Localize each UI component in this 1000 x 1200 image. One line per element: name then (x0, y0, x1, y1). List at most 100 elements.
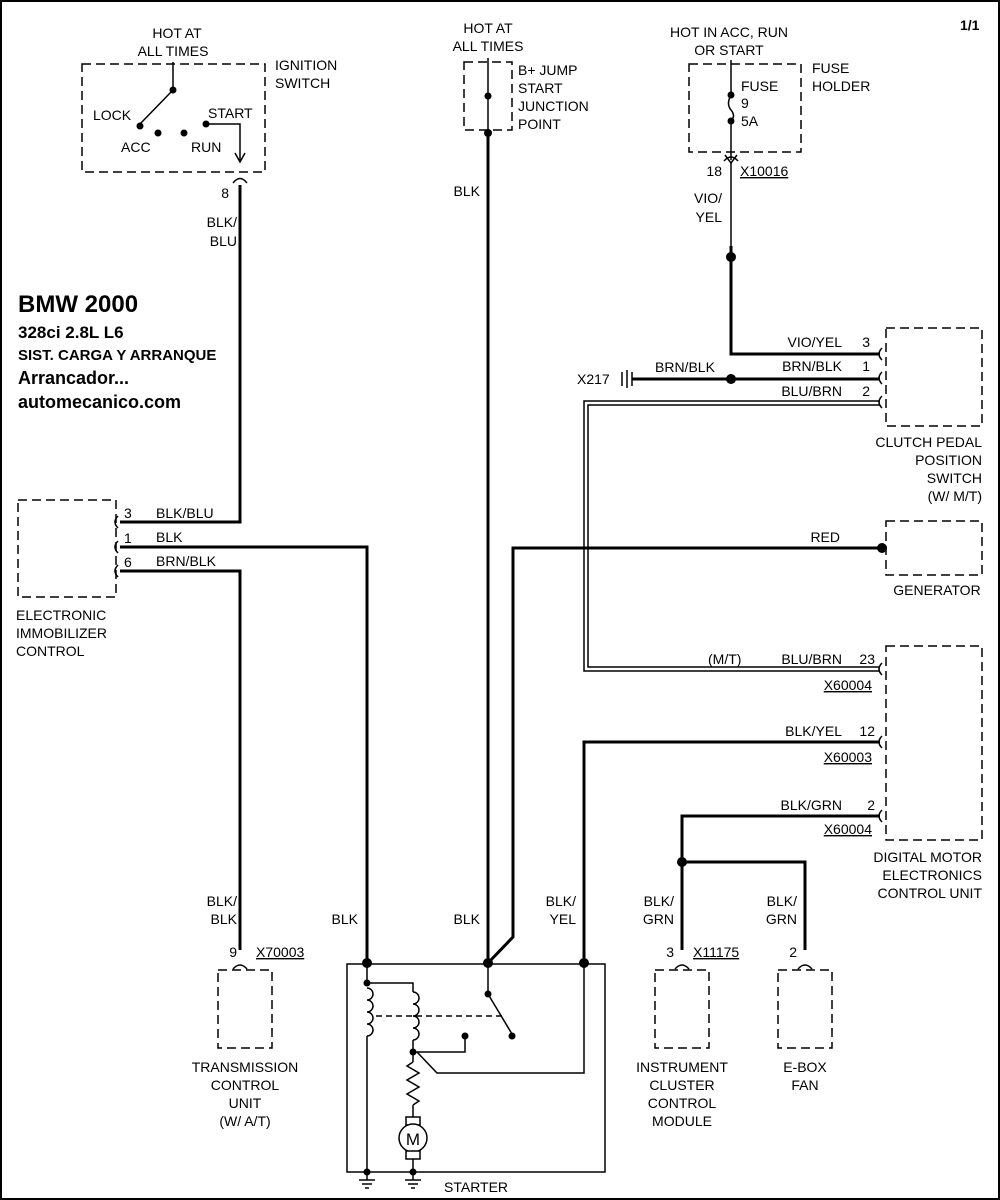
dme-name-2: ELECTRONICS (882, 867, 982, 883)
clutch-wire-brn-blk: BRN/BLK (782, 358, 843, 374)
tcu-name-2: CONTROL (211, 1077, 280, 1093)
title-subsystem: Arrancador... (18, 368, 129, 388)
clutch-pin-3: 3 (862, 334, 870, 350)
wire-blu-brn-outer (583, 400, 880, 672)
immobilizer-wire-brn-blk: BRN/BLK (156, 553, 217, 569)
title-make-year: BMW 2000 (18, 291, 138, 318)
clutch-pin-1: 1 (862, 358, 870, 374)
ground-wire-label: BRN/BLK (655, 359, 716, 375)
cluster-wire-1: BLK/ (644, 893, 674, 909)
tcu-box (217, 969, 273, 1049)
ignition-power-note-2: ALL TIMES (138, 43, 209, 59)
fuse-holder: HOT IN ACC, RUN OR START FUSE HOLDER FUS… (670, 24, 870, 225)
ebox-wire-1: BLK/ (767, 893, 797, 909)
ignition-name-2: SWITCH (275, 75, 330, 91)
tcu-connector: X70003 (256, 944, 304, 960)
immobilizer-name-3: CONTROL (16, 643, 85, 659)
ground-id: X217 (577, 371, 610, 387)
ignition-wire-2: BLU (210, 233, 237, 249)
immobilizer-name-1: ELECTRONIC (16, 607, 106, 623)
clutch-name-3: SWITCH (927, 470, 982, 486)
cluster-name-4: MODULE (652, 1113, 712, 1129)
ebox-name-1: E-BOX (783, 1059, 827, 1075)
starter-wire-right-2: YEL (550, 911, 577, 927)
starter-wire-left: BLK (332, 911, 359, 927)
tcu-name-4: (W/ A/T) (219, 1113, 270, 1129)
fuse-label: FUSE (741, 78, 778, 94)
fuse-holder-name-1: FUSE (812, 60, 849, 76)
ignition-pos-acc: ACC (121, 139, 151, 155)
ignition-pos-run: RUN (191, 139, 221, 155)
clutch-pin-2: 2 (862, 383, 870, 399)
ignition-pos-start: START (208, 105, 253, 121)
ignition-power-note-1: HOT AT (152, 25, 202, 41)
clutch-switch-box (885, 327, 983, 427)
starter-name: STARTER (444, 1179, 508, 1195)
cluster-name-3: CONTROL (648, 1095, 717, 1111)
fuse-wire-1: VIO/ (694, 190, 722, 206)
cluster-connector: X11175 (693, 944, 739, 960)
jump-name-2: START (518, 80, 563, 96)
tcu-name-1: TRANSMISSION (192, 1059, 299, 1075)
tcu-name-3: UNIT (229, 1095, 262, 1111)
tcu: BLK/ BLK 9 X70003 TRANSMISSION CONTROL U… (192, 893, 305, 1129)
title-website: automecanico.com (18, 392, 181, 412)
fuse-holder-name-2: HOLDER (812, 78, 870, 94)
starter-motor-label: M (406, 1130, 420, 1149)
starter-wire-right-1: BLK/ (546, 893, 576, 909)
jump-name-4: POINT (518, 116, 561, 132)
fuse-power-note-1: HOT IN ACC, RUN (670, 24, 788, 40)
ebox-fan: BLK/ GRN 2 E-BOX FAN (766, 893, 833, 1093)
tcu-wire-2: BLK (211, 911, 238, 927)
immobilizer-pin-6: 6 (124, 554, 132, 570)
dme-note-mt: (M/T) (708, 651, 741, 667)
immobilizer: 3 1 6 BLK/BLU BLK BRN/BLK ELECTRONIC IMM… (16, 499, 217, 659)
ebox-box (777, 969, 833, 1049)
ignition-wire-1: BLK/ (207, 214, 237, 230)
jump-wire-top: BLK (454, 183, 481, 199)
wire-blu-brn-inner (587, 404, 880, 668)
immobilizer-name-2: IMMOBILIZER (16, 625, 107, 641)
instrument-cluster: BLK/ GRN 3 X11175 INSTRUMENT CLUSTER CON… (636, 893, 739, 1129)
starter-box (346, 963, 606, 1173)
wire-brn-blk-immobilizer-tcu (120, 569, 242, 950)
fuse-connector: X10016 (740, 163, 788, 179)
cluster-name-1: INSTRUMENT (636, 1059, 728, 1075)
fuse-pin: 18 (706, 163, 722, 179)
fuse-power-note-2: OR START (694, 42, 764, 58)
wire-blk-grn-dme (680, 814, 880, 950)
dme-connector-x60004-b: X60004 (824, 821, 872, 837)
jump-name-3: JUNCTION (518, 98, 589, 114)
generator-box (885, 520, 983, 576)
wire-blk-immobilizer-starter (120, 545, 369, 963)
generator: RED GENERATOR (810, 520, 983, 598)
dme-connector-x60004-a: X60004 (824, 677, 872, 693)
title-engine: 328ci 2.8L L6 (18, 323, 124, 342)
clutch-name-2: POSITION (915, 452, 982, 468)
tcu-wire-1: BLK/ (207, 893, 237, 909)
fuse-number: 9 (741, 95, 749, 111)
wire-red-generator (486, 546, 882, 965)
ignition-name-1: IGNITION (275, 57, 337, 73)
clutch-name-4: (W/ M/T) (928, 488, 982, 504)
dme-pin-2: 2 (867, 797, 875, 813)
fuse-wire-2: YEL (696, 209, 723, 225)
cluster-box (654, 969, 710, 1049)
jump-wire-bottom: BLK (454, 911, 481, 927)
clutch-switch: 3 1 2 VIO/YEL BRN/BLK BLU/BRN CLUTCH PED… (781, 327, 983, 504)
immobilizer-box (17, 499, 117, 598)
jump-power-note-2: ALL TIMES (453, 38, 524, 54)
dme-box (885, 645, 983, 841)
title-system: SIST. CARGA Y ARRANQUE (18, 347, 216, 364)
immobilizer-pin-1: 1 (124, 530, 132, 546)
cluster-wire-2: GRN (643, 911, 674, 927)
jump-start-junction: HOT AT ALL TIMES B+ JUMP START JUNCTION … (453, 20, 589, 927)
tcu-pin: 9 (229, 944, 237, 960)
ignition-pos-lock: LOCK (93, 107, 132, 123)
cluster-name-2: CLUSTER (649, 1077, 714, 1093)
wire-blk-yel-dme (582, 740, 880, 963)
wire-vio-yel (729, 246, 880, 356)
jump-power-note-1: HOT AT (463, 20, 513, 36)
